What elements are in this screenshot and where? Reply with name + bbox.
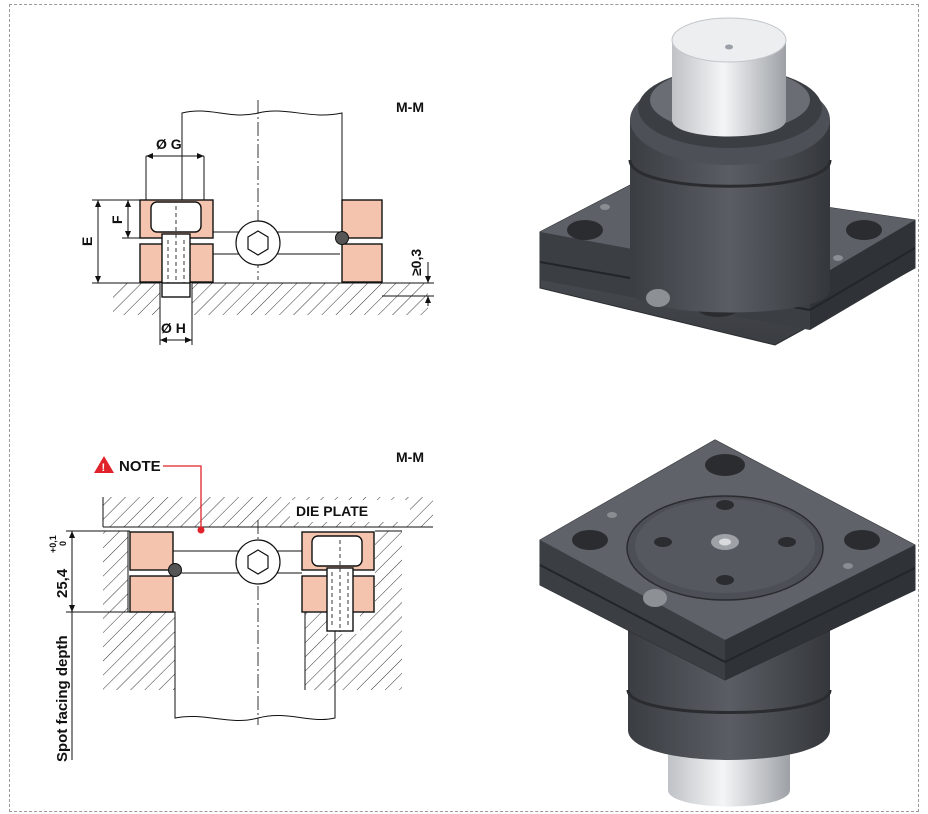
dim-tol-lower: 0	[58, 541, 68, 546]
bottom-section-drawing: DIE PLATE ! NOTE	[48, 449, 433, 762]
top-right-lower-ring	[341, 243, 383, 283]
top-3d-render	[539, 17, 916, 346]
spot-facing-label: Spot facing depth	[54, 635, 71, 762]
bottom-left-upper-ring	[129, 531, 174, 571]
top-right-upper-ring	[341, 199, 383, 239]
dim-gap-label: ≥0,3	[408, 249, 424, 276]
bottom-3d-render	[539, 439, 916, 807]
drawing-frame	[9, 4, 919, 812]
top-section-label: M-M	[396, 99, 424, 115]
die-plate-label: DIE PLATE	[296, 503, 368, 519]
dim-tol-upper: +0,1	[48, 535, 58, 553]
top-render-body	[630, 120, 830, 313]
warning-icon	[94, 456, 114, 473]
bottom-section-label: M-M	[396, 449, 424, 465]
bottom-right-block	[305, 531, 402, 690]
top-ball-detent	[335, 231, 349, 245]
dim-F-label: F	[109, 215, 125, 224]
dim-G-label: Ø G	[156, 136, 182, 152]
top-render-pin	[672, 40, 786, 137]
note-leader	[163, 465, 202, 530]
svg-text:!: !	[102, 462, 106, 474]
dim-depth-label: 25,4	[54, 568, 71, 598]
bottom-left-lower-ring	[129, 575, 174, 613]
note-label: NOTE	[119, 458, 161, 475]
dim-H-label: Ø H	[161, 320, 186, 336]
bottom-ball-detent	[168, 563, 182, 577]
bottom-left-block	[103, 531, 175, 690]
dim-E-label: E	[79, 237, 95, 246]
top-section-drawing: Ø G Ø H E F ≥0,3 M-M	[79, 99, 434, 345]
